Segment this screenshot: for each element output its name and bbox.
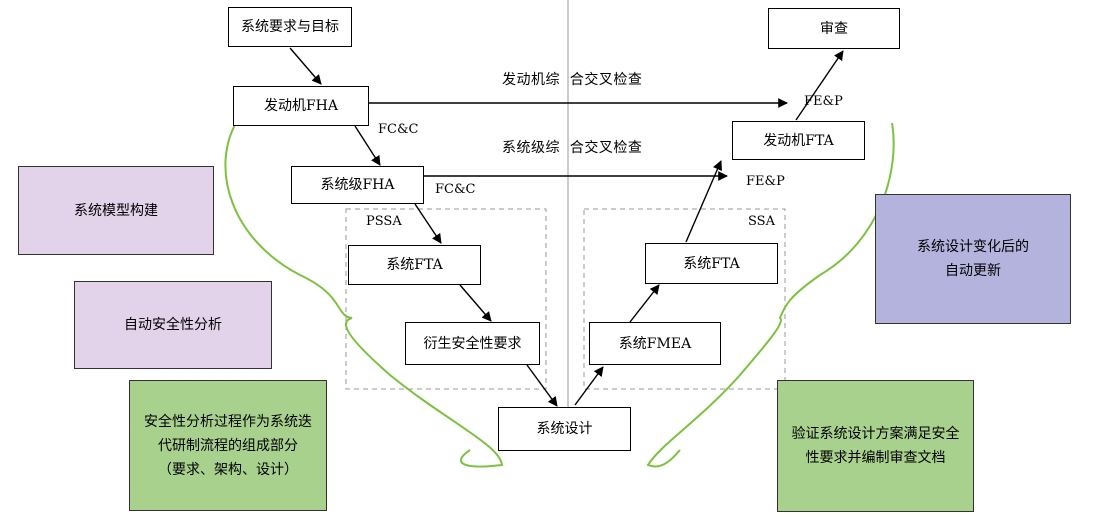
label-ssa: SSA (748, 214, 775, 229)
arrow-derived-to-design (526, 364, 558, 407)
node-system-design: 系统设计 (498, 407, 631, 451)
label-fep-2: FE&P (746, 174, 785, 189)
box-auto-update: 系统设计变化后的 自动更新 (875, 194, 1071, 324)
arrow-req-to-engine-fha (289, 47, 322, 85)
arrow-system-fha-to-fta (414, 203, 442, 244)
node-engine-fha: 发动机FHA (233, 86, 369, 126)
node-system-fha: 系统级FHA (291, 166, 424, 204)
label-fcc-1: FC&C (378, 122, 419, 137)
node-engine-fta: 发动机FTA (732, 121, 865, 160)
node-system-fta-left: 系统FTA (348, 245, 481, 285)
left-brace (224, 122, 504, 468)
annotation-engine-cross-check: 发动机综 合交叉检查 (502, 72, 643, 88)
arrow-engine-fha-to-system-fha (354, 125, 381, 166)
label-fep-1: FE&P (804, 94, 843, 109)
node-system-fmea: 系统FMEA (589, 322, 721, 365)
box-model-building: 系统模型构建 (18, 166, 214, 255)
label-pssa: PSSA (366, 214, 402, 229)
box-iteration-process: 安全性分析过程作为系统迭 代研制流程的组成部分 （要求、架构、设计） (129, 380, 327, 511)
node-requirements: 系统要求与目标 (228, 7, 352, 47)
label-fcc-2: FC&C (435, 182, 476, 197)
arrow-design-to-fmea (574, 366, 604, 406)
node-review: 审查 (768, 8, 900, 49)
node-system-fta-right: 系统FTA (645, 243, 778, 284)
arrow-engine-fta-to-review (795, 50, 844, 121)
box-verify-documentation: 验证系统设计方案满足安全 性要求并编制审查文档 (777, 380, 974, 512)
annotation-system-cross-check: 系统级综 合交叉检查 (502, 140, 643, 156)
right-brace (646, 122, 895, 468)
box-auto-safety-analysis: 自动安全性分析 (74, 281, 272, 369)
node-derived-safety: 衍生安全性要求 (405, 322, 540, 365)
ssa-group (583, 208, 786, 390)
arrow-fmea-to-fta (629, 284, 660, 323)
pssa-group (345, 208, 547, 390)
arrow-fta-to-engine-fta (685, 160, 722, 243)
arrow-fta-to-derived (459, 284, 492, 322)
